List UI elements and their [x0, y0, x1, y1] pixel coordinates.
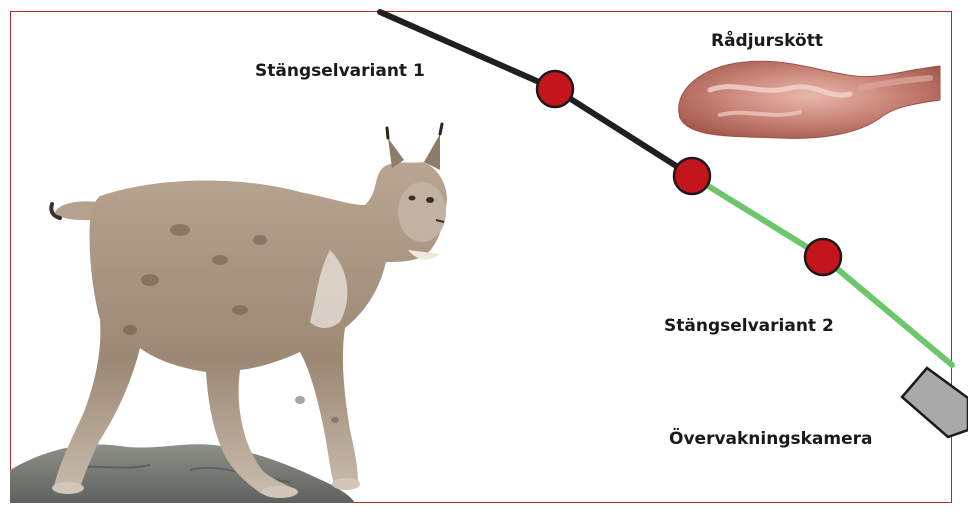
fence-variant-1-label: Stängselvariant 1: [255, 61, 425, 81]
deer-meat-label: Rådjurskött: [711, 31, 823, 51]
meat-photo: [679, 61, 940, 138]
camera-icon: [902, 368, 968, 437]
fence-post-marker: [674, 158, 710, 194]
lynx-photo: [51, 124, 447, 498]
fence-variant-1-line: [380, 12, 692, 176]
fence-post-marker: [537, 71, 573, 107]
fence-post-marker: [805, 239, 841, 275]
fence-variant-2-label: Stängselvariant 2: [664, 316, 834, 336]
camera-label: Övervakningskamera: [669, 429, 873, 449]
